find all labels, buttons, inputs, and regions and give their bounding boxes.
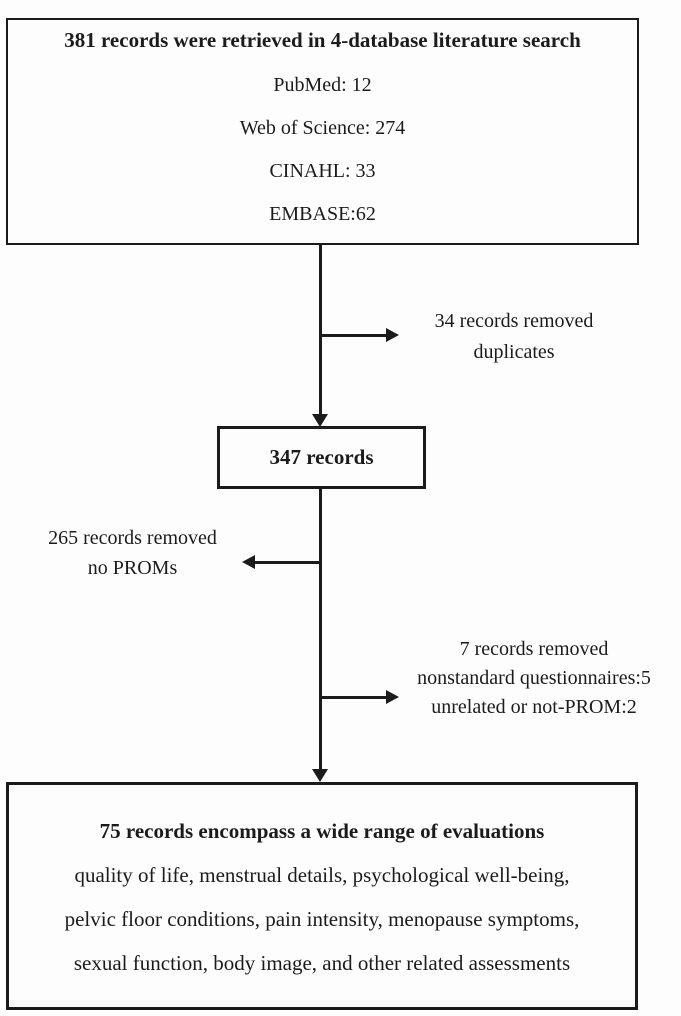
arrow-down-icon [312,769,328,782]
removed-nonstandard-line: unrelated or not-PROM:2 [431,696,637,718]
removed-nonstandard-line: nonstandard questionnaires:5 [417,667,651,689]
label-removed-no-proms: 265 records removed no PROMs [10,523,255,583]
removed-no-proms-line: 265 records removed [48,527,217,549]
arrow-right-icon [386,328,399,342]
label-removed-nonstandard: 7 records removed nonstandard questionna… [390,635,678,722]
included-records-detail: quality of life, menstrual details, psyc… [74,863,570,887]
branch-line-duplicates [320,334,387,337]
removed-duplicates-line: 34 records removed [434,310,594,332]
arrow-right-icon [386,690,399,704]
db-count-web-of-science: Web of Science: 274 [239,117,406,139]
branch-line-no-proms [255,561,321,564]
included-records-detail: sexual function, body image, and other r… [73,951,571,975]
search-total-title: 381 records were retrieved in 4-database… [64,28,581,52]
box-search-results: 381 records were retrieved in 4-database… [6,18,639,245]
included-records-title: 75 records encompass a wide range of eva… [99,819,545,843]
flow-line-top-to-mid [319,245,322,415]
flow-line-mid-to-bottom [319,489,322,770]
label-removed-duplicates: 34 records removed duplicates [374,306,654,368]
removed-duplicates-line: duplicates [473,341,555,363]
arrow-left-icon [242,555,255,569]
branch-line-nonstandard [320,696,387,699]
included-records-detail: pelvic floor conditions, pain intensity,… [64,907,580,931]
db-count-embase: EMBASE:62 [269,203,376,225]
records-after-dedup-label: 347 records [269,445,374,469]
box-included-records: 75 records encompass a wide range of eva… [6,782,638,1010]
db-count-pubmed: PubMed: 12 [273,74,372,96]
removed-no-proms-line: no PROMs [87,557,178,579]
removed-nonstandard-line: 7 records removed [459,638,609,660]
db-count-cinahl: CINAHL: 33 [269,160,376,182]
database-counts: PubMed: 12 Web of Science: 274 CINAHL: 3… [8,64,637,236]
box-records-after-dedup: 347 records [217,426,426,489]
arrow-down-icon [312,414,328,427]
